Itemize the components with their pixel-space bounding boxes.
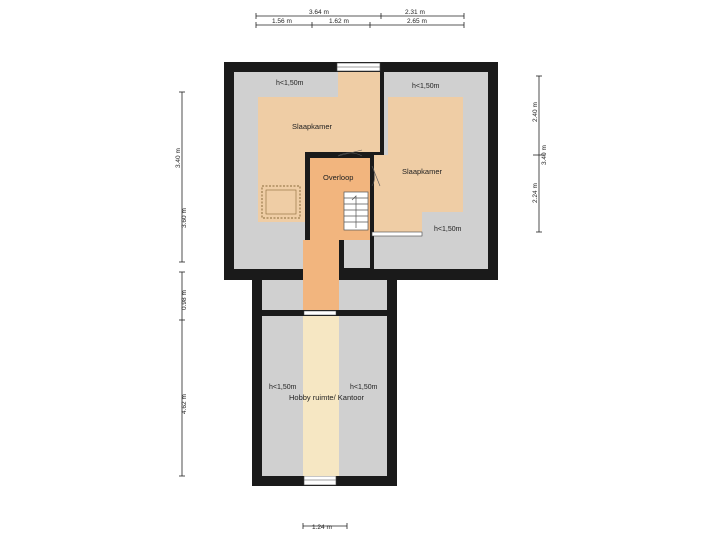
right-bedroom-area xyxy=(374,97,463,232)
dim-right-upper: 2.40 m xyxy=(532,102,539,122)
room-label-slaapkamer-right: Slaapkamer xyxy=(402,167,443,176)
door-swings xyxy=(337,149,381,187)
staircase xyxy=(343,191,369,231)
dim-left-mid: 3.60 m xyxy=(181,208,188,228)
left-bedroom-area xyxy=(258,72,380,222)
dim-right-lower: 2.24 m xyxy=(532,183,539,203)
height-note-hobby-left: h<1,50m xyxy=(269,384,297,391)
height-note-right-lower: h<1,50m xyxy=(434,226,462,233)
dim-top-a: 1.56 m xyxy=(272,18,292,25)
dim-left-lower: 4.62 m xyxy=(181,394,188,414)
dim-top-c: 2.65 m xyxy=(407,18,427,25)
dimension-lines-right xyxy=(533,75,545,233)
height-note-top-left: h<1,50m xyxy=(276,80,304,87)
dim-right-total: 3.40 m xyxy=(541,145,548,165)
room-label-slaapkamer-left: Slaapkamer xyxy=(292,122,333,131)
windows xyxy=(303,62,423,486)
dim-top-right: 2.31 m xyxy=(405,9,425,16)
dimension-lines-top xyxy=(255,13,465,28)
dimension-lines-left xyxy=(179,91,185,477)
height-note-hobby-right: h<1,50m xyxy=(350,384,378,391)
room-label-hobby: Hobby ruimte/ Kantoor xyxy=(289,393,365,402)
dim-top-total: 3.64 m xyxy=(309,9,329,16)
height-note-top-right: h<1,50m xyxy=(412,83,440,90)
dim-bottom: 1.24 m xyxy=(312,524,332,531)
dim-left-upper: 3.40 m xyxy=(175,148,182,168)
dim-top-b: 1.62 m xyxy=(329,18,349,25)
dim-left-small: 0.98 m xyxy=(181,290,188,310)
room-label-overloop: Overloop xyxy=(323,173,353,182)
skylight xyxy=(261,185,301,219)
lower-interior xyxy=(252,280,397,476)
dimension-line-bottom xyxy=(302,523,348,529)
